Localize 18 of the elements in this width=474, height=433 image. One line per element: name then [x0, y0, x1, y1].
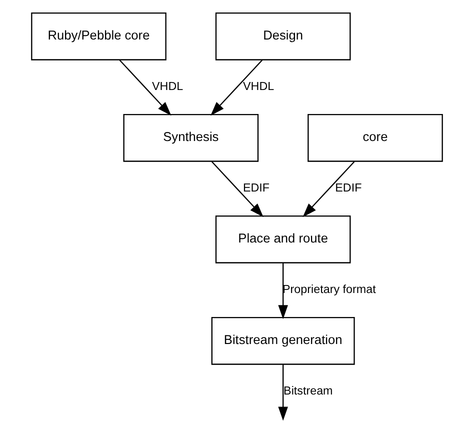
node-box: Place and route [215, 216, 351, 264]
edge-label: Proprietary format [282, 283, 376, 296]
edge-label: EDIF [335, 182, 362, 195]
edge-label: Bitstream [284, 384, 333, 398]
arrow [302, 161, 355, 218]
arrow [210, 60, 263, 116]
node-box: Ruby/Pebble core [31, 12, 166, 60]
node-box: Design [215, 12, 351, 60]
arrow [211, 161, 264, 218]
arrow [278, 263, 288, 320]
node-box: Synthesis [123, 114, 259, 162]
node-box: core [308, 114, 443, 162]
node-box: Bitstream generation [211, 317, 355, 365]
arrow [278, 364, 288, 421]
edge-label: VHDL [152, 80, 184, 94]
edge-label: EDIF [242, 182, 270, 195]
edge-label: VHDL [243, 80, 274, 94]
arrow [119, 60, 172, 116]
